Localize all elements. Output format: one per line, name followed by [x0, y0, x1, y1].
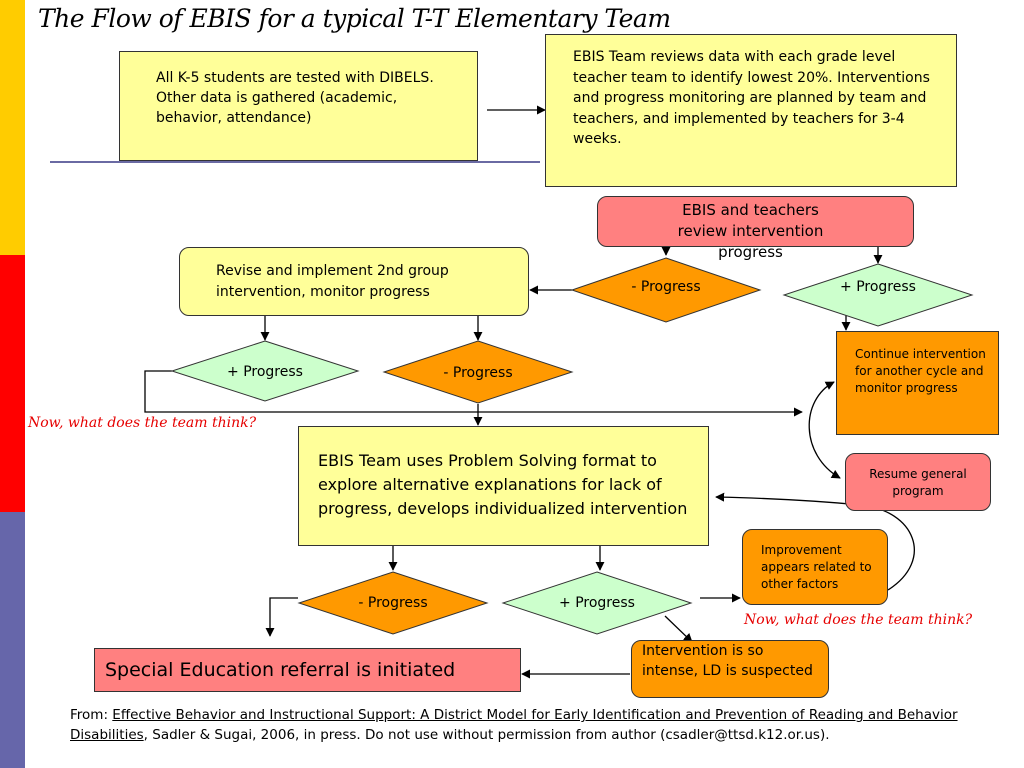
box-sped-referral: Special Education referral is initiated — [94, 648, 521, 692]
note-team-think-2: Now, what does the team think? — [744, 612, 973, 628]
box-student-testing: All K-5 students are tested with DIBELS.… — [119, 51, 478, 161]
box-improvement-other-factors-text: Improvement appears related to other fac… — [761, 543, 872, 591]
box-problem-solving-text: EBIS Team uses Problem Solving format to… — [318, 451, 688, 518]
sidebar-band-blue — [0, 512, 25, 768]
diamond-minus-progress-2 — [382, 340, 574, 404]
citation-suffix: , Sadler & Sugai, 2006, in press. Do not… — [143, 727, 830, 743]
page-title: The Flow of EBIS for a typical T-T Eleme… — [38, 4, 671, 33]
diamond-minus-progress-3 — [297, 571, 489, 635]
box-review-progress-text: EBIS and teachers review intervention pr… — [677, 201, 824, 261]
diamond-plus-progress-3-label: + Progress — [559, 595, 635, 611]
sidebar-band-red — [0, 255, 25, 512]
diamond-plus-progress-2-label: + Progress — [227, 364, 303, 380]
box-review-progress: EBIS and teachers review intervention pr… — [597, 196, 914, 261]
citation-source: Effective Behavior and Instructional Sup… — [70, 707, 958, 743]
arrow-minus-to-sped — [265, 597, 298, 637]
box-continue-intervention: Continue intervention for another cycle … — [836, 331, 999, 435]
diamond-minus-progress-3-label: - Progress — [358, 595, 428, 611]
box-team-review-data-text: EBIS Team reviews data with each grade l… — [573, 49, 930, 147]
box-team-review-data: EBIS Team reviews data with each grade l… — [545, 34, 957, 187]
box-sped-referral-text: Special Education referral is initiated — [105, 659, 456, 681]
diamond-plus-progress-1 — [782, 263, 974, 327]
diamond-minus-progress-1 — [570, 257, 762, 323]
box-problem-solving: EBIS Team uses Problem Solving format to… — [298, 426, 709, 546]
diamond-minus-progress-2-label: - Progress — [443, 365, 513, 381]
box-second-intervention: Revise and implement 2nd group intervent… — [179, 247, 529, 316]
box-ld-suspected: Intervention is so intense, LD is suspec… — [631, 640, 829, 698]
diamond-plus-progress-1-label: + Progress — [840, 279, 916, 295]
box-resume-program-text: Resume general program — [869, 467, 967, 498]
box-continue-intervention-text: Continue intervention for another cycle … — [855, 347, 986, 395]
citation-prefix: From: — [70, 707, 113, 723]
diamond-plus-progress-3 — [501, 571, 693, 635]
note-team-think-1: Now, what does the team think? — [28, 415, 257, 431]
diamond-minus-progress-1-label: - Progress — [631, 279, 701, 295]
diamond-plus-progress-2 — [170, 340, 360, 402]
sidebar-band-yellow — [0, 0, 25, 255]
box-resume-program: Resume general program — [845, 453, 991, 511]
title-divider — [50, 161, 540, 163]
box-student-testing-text: All K-5 students are tested with DIBELS.… — [156, 70, 434, 126]
arrow-continue-resume-curve — [808, 381, 841, 479]
arrow-plus-to-continue-loop — [144, 370, 803, 417]
box-second-intervention-text: Revise and implement 2nd group intervent… — [216, 263, 449, 300]
citation: From: Effective Behavior and Instruction… — [70, 705, 970, 745]
arrow-plus-to-ld — [664, 615, 693, 643]
box-ld-suspected-text: Intervention is so intense, LD is suspec… — [642, 643, 813, 679]
box-improvement-other-factors: Improvement appears related to other fac… — [742, 529, 888, 605]
